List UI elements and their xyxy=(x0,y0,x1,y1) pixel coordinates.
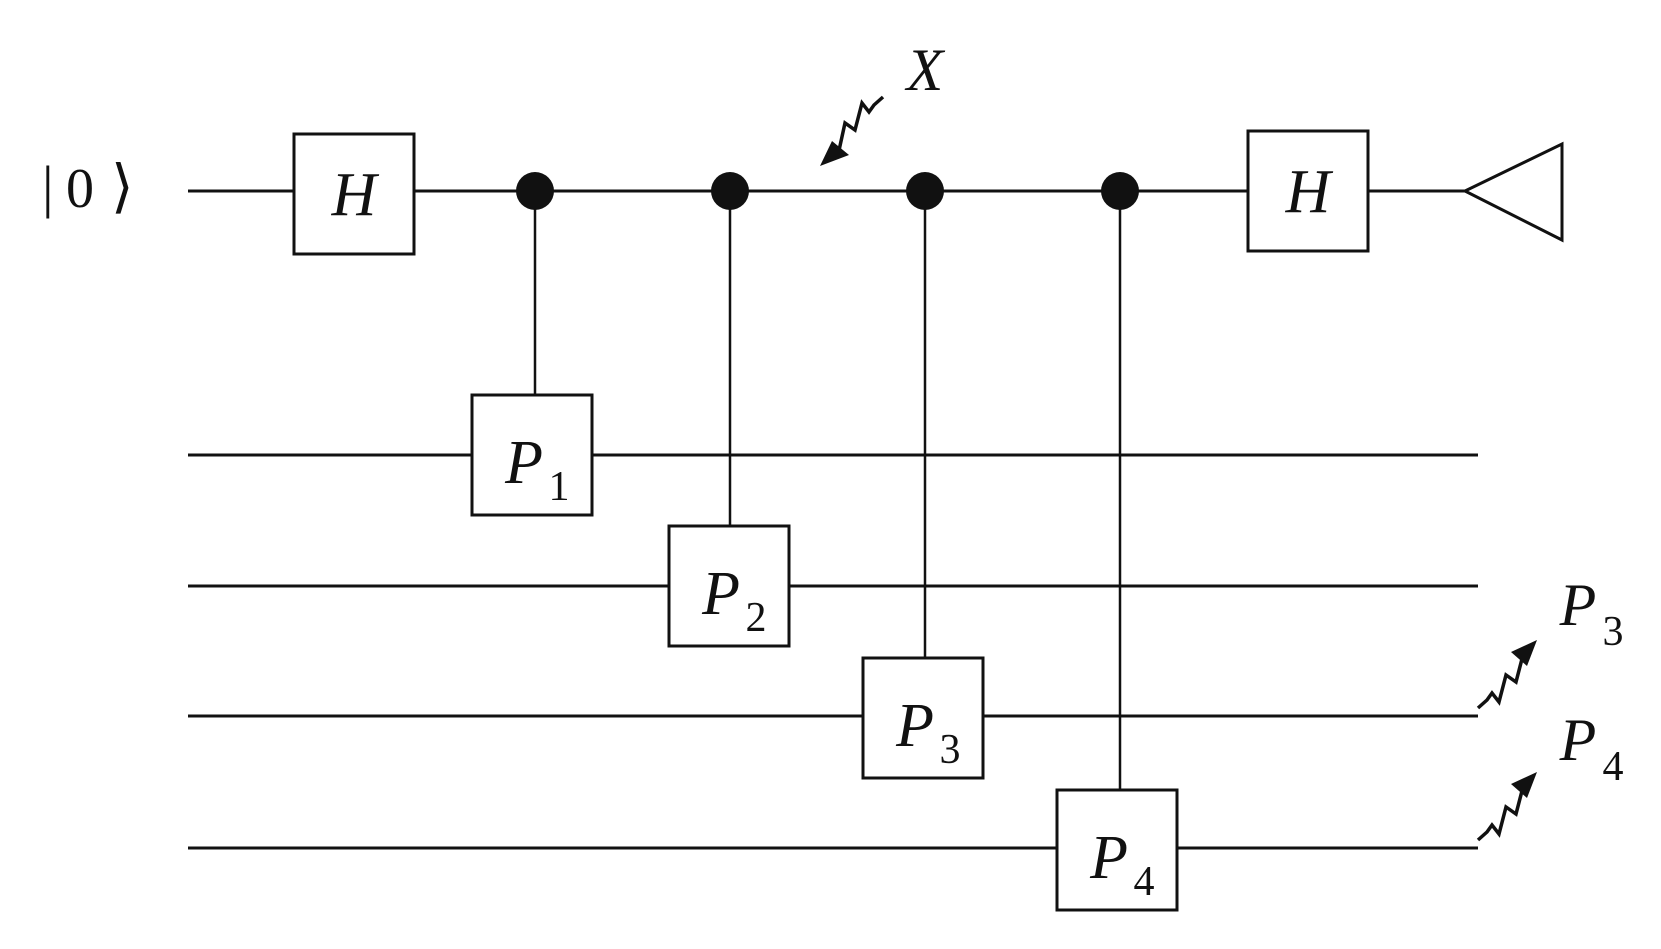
controlled-gate-p1: P 1 xyxy=(470,393,594,517)
controlled-gate-p2: P 2 xyxy=(667,524,791,648)
control-dot-3 xyxy=(906,172,944,210)
ket-angle: ⟩ xyxy=(111,154,134,219)
hadamard-gate-1: H xyxy=(292,132,416,256)
x-error-arrow-icon xyxy=(820,95,885,166)
p4-error-subscript: 4 xyxy=(1603,744,1624,790)
p3-error-subscript: 3 xyxy=(1603,609,1624,655)
gate-p1-symbol: P xyxy=(504,429,543,497)
control-dot-2 xyxy=(711,172,749,210)
control-dot-1 xyxy=(516,172,554,210)
gate-p3-subscript: 3 xyxy=(940,727,961,773)
gate-p2-subscript: 2 xyxy=(746,595,767,641)
controlled-gate-p3: P 3 xyxy=(861,656,985,780)
measurement-triangle-icon xyxy=(1461,141,1564,243)
hadamard-2-label: H xyxy=(1285,158,1334,226)
p3-error-arrow-icon xyxy=(1476,640,1537,710)
ket-bar: | xyxy=(42,154,54,219)
hadamard-gate-2: H xyxy=(1246,129,1370,253)
gate-p2-symbol: P xyxy=(701,560,740,628)
x-error-label: X xyxy=(905,37,946,103)
controlled-gate-p4: P 4 xyxy=(1055,788,1179,912)
gate-p4-subscript: 4 xyxy=(1134,859,1155,905)
ket-digit: 0 xyxy=(66,158,94,220)
input-ket: | 0 ⟩ xyxy=(42,154,134,220)
control-dot-4 xyxy=(1101,172,1139,210)
p4-error-arrow-icon xyxy=(1476,772,1537,842)
gate-p4-symbol: P xyxy=(1089,824,1128,892)
gate-p1-subscript: 1 xyxy=(549,464,570,510)
p4-error-symbol: P xyxy=(1559,707,1597,773)
gate-p3-symbol: P xyxy=(895,692,934,760)
hadamard-1-label: H xyxy=(331,161,380,229)
p3-error-symbol: P xyxy=(1559,572,1597,638)
